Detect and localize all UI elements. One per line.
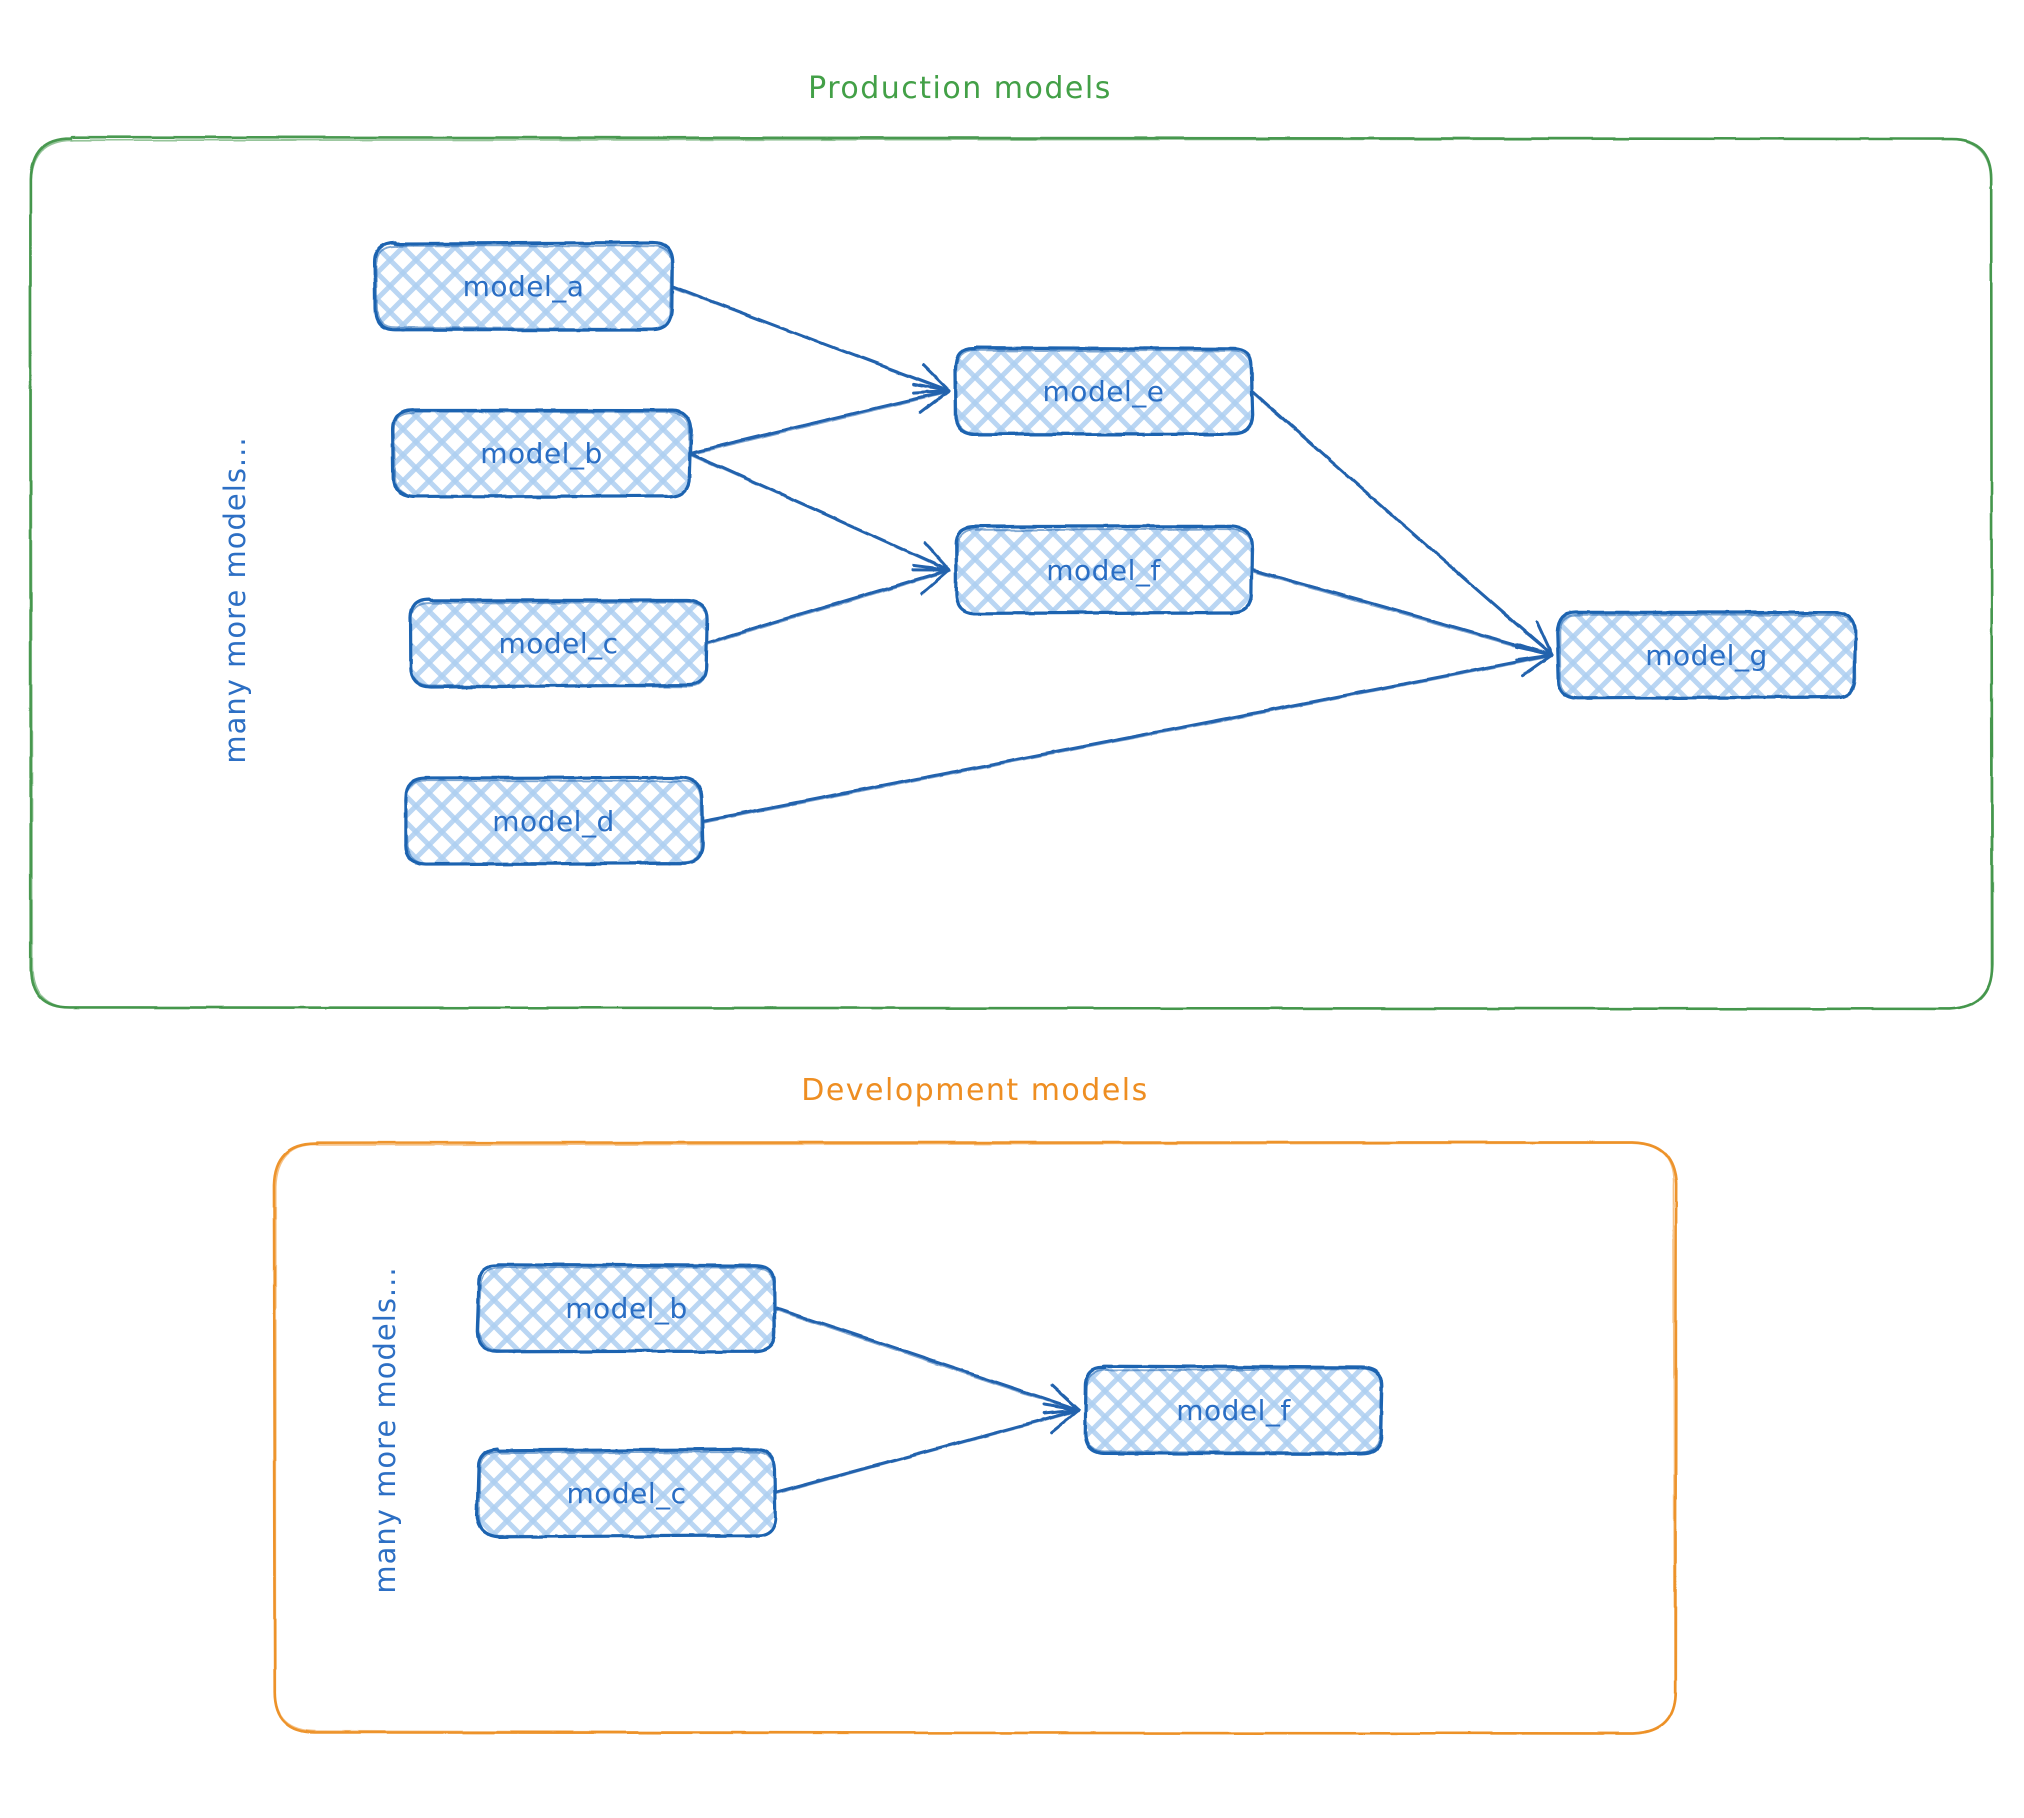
edge-model_a-to-model_e <box>672 286 949 393</box>
node-label: model_c <box>498 627 618 660</box>
node-model_g[interactable]: model_g <box>1557 612 1856 698</box>
node-model_b[interactable]: model_b <box>393 410 691 497</box>
node-label: model_f <box>1046 554 1161 587</box>
edge-model_d-to-model_g <box>702 647 1552 823</box>
edge-dev_model_c-to-dev_model_f <box>775 1404 1079 1494</box>
edges-layer <box>672 286 1552 1495</box>
edge-dev_model_b-to-dev_model_f <box>775 1308 1079 1413</box>
node-label: model_f <box>1176 1394 1291 1427</box>
edge-model_c-to-model_f <box>707 565 949 644</box>
group-title-production: Production models <box>808 71 1112 106</box>
node-model_e[interactable]: model_e <box>955 348 1252 435</box>
node-dev_model_f[interactable]: model_f <box>1085 1366 1382 1454</box>
node-model_d[interactable]: model_d <box>405 777 703 864</box>
group-title-development: Development models <box>801 1073 1149 1108</box>
node-model_c[interactable]: model_c <box>410 599 707 687</box>
node-label: model_b <box>565 1292 687 1325</box>
node-label: model_c <box>566 1477 686 1510</box>
side-label-development: many more models... <box>368 1266 402 1593</box>
node-dev_model_c[interactable]: model_c <box>477 1449 776 1537</box>
side-label-production: many more models... <box>218 436 252 763</box>
node-label: model_g <box>1645 639 1767 672</box>
edge-model_e-to-model_g <box>1252 391 1552 656</box>
node-label: model_d <box>492 805 614 838</box>
node-model_f[interactable]: model_f <box>956 526 1253 613</box>
node-dev_model_b[interactable]: model_b <box>477 1264 775 1351</box>
node-model_a[interactable]: model_a <box>375 242 673 329</box>
node-label: model_e <box>1043 375 1165 408</box>
node-label: model_a <box>463 270 585 303</box>
edge-model_b-to-model_f <box>690 453 949 571</box>
nodes-layer: model_a model_b model_c model_d model_emodel… <box>375 242 1856 1537</box>
node-label: model_b <box>480 437 602 470</box>
edge-model_b-to-model_e <box>690 384 949 454</box>
